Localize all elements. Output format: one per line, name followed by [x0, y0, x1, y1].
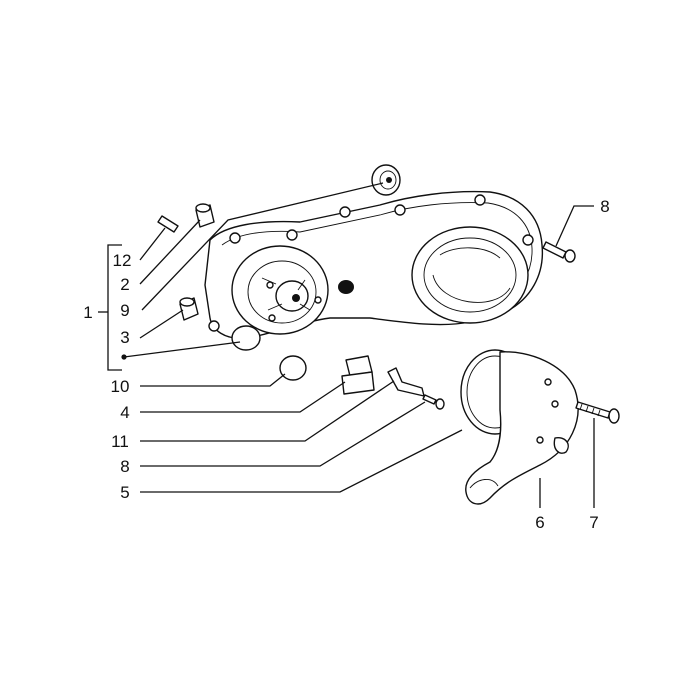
callout-5: 5	[120, 483, 129, 502]
callout-7: 7	[589, 513, 598, 532]
callout-8-bottom: 8	[120, 457, 129, 476]
bush-part-2	[195, 203, 215, 228]
clip-part-11	[387, 367, 425, 397]
transmission-cover	[204, 190, 544, 351]
callout-3: 3	[120, 328, 129, 347]
screw-part-8-top	[542, 241, 576, 263]
bearing-part-9	[371, 164, 401, 196]
callout-11: 11	[111, 432, 129, 451]
callout-1: 1	[83, 303, 92, 322]
callout-9: 9	[120, 301, 129, 320]
screw-part-7	[575, 401, 620, 424]
leader-dot	[121, 354, 127, 360]
bush-part-3	[179, 297, 199, 321]
callout-10: 10	[111, 377, 130, 396]
pin-part-12	[157, 215, 179, 233]
air-duct-assembly	[460, 349, 579, 505]
callout-8-top: 8	[600, 197, 609, 216]
duct-part-6	[465, 351, 579, 505]
pad-part-4	[341, 355, 375, 395]
plug-part-10	[279, 355, 307, 381]
leader-lines	[98, 182, 595, 508]
screw-part-8-small	[422, 394, 445, 410]
callout-12: 12	[113, 251, 132, 270]
callout-4: 4	[120, 403, 129, 422]
callout-2: 2	[120, 275, 129, 294]
callout-6: 6	[535, 513, 544, 532]
